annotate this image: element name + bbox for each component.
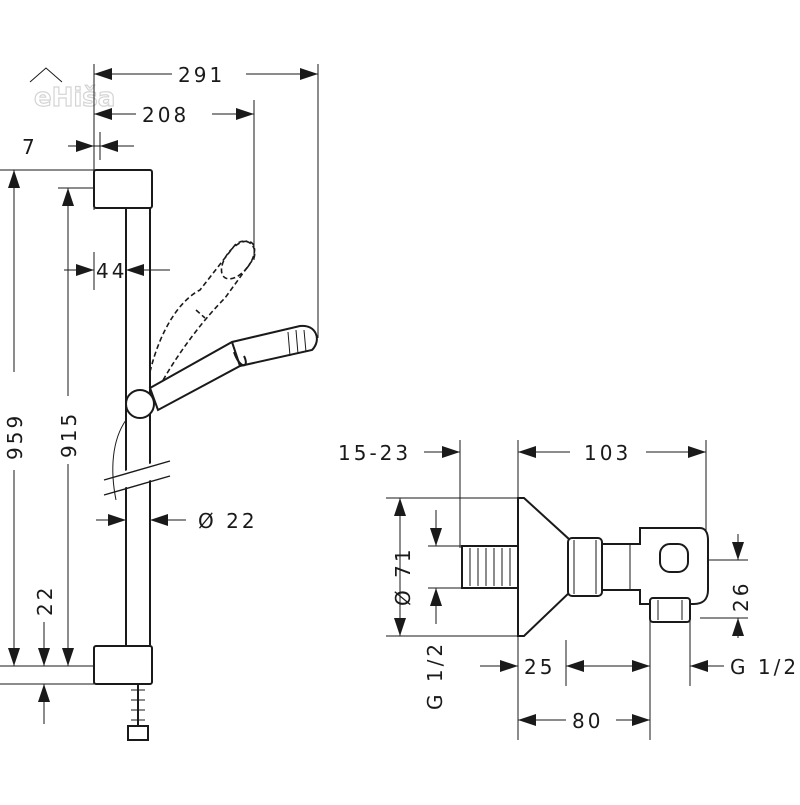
button-dashed <box>195 309 206 319</box>
dim-44: 44 <box>64 252 170 290</box>
thread-lines <box>469 548 511 586</box>
hose-texture <box>131 689 145 721</box>
handshower-alt-position <box>149 240 256 383</box>
inlet-thread-label: G 1/2 <box>423 641 447 710</box>
dim-208: 208 <box>94 103 254 127</box>
thermostat-knob <box>659 543 689 573</box>
hose-nut <box>127 725 149 741</box>
dim-26: 26 <box>729 534 753 638</box>
dim-291-label: 291 <box>178 63 225 87</box>
dim-22-vertical-label: 22 <box>33 585 57 616</box>
slider-knob <box>125 389 155 419</box>
nut-lines <box>573 540 597 594</box>
break-line-1 <box>103 460 171 481</box>
outlet-lines <box>657 600 683 620</box>
head-lines <box>287 329 307 357</box>
dim-thread-height: Ø 71 G 1/2 <box>391 510 447 710</box>
dim-7: 7 <box>22 132 134 160</box>
handshower-button <box>233 351 247 367</box>
bottom-wall-bracket <box>93 645 153 685</box>
dim-959-label: 959 <box>3 413 27 460</box>
dim-44-label: 44 <box>96 259 127 283</box>
handshower-body <box>148 324 318 412</box>
dim-22-vertical: 22 <box>33 585 57 724</box>
dim-diameter-22-label: Ø 22 <box>198 509 258 533</box>
dim-291: 291 <box>94 63 318 87</box>
dim-15-23-label: 15-23 <box>338 441 411 465</box>
dim-diameter-71 <box>394 498 406 636</box>
dim-208-label: 208 <box>142 103 189 127</box>
outlet-thread-label: G 1/2 <box>730 655 799 679</box>
dim-25-label: 25 <box>524 655 555 679</box>
mixer-drawing: 15-23 103 Ø 71 G 1/2 <box>338 440 799 740</box>
shower-rail-set: 291 208 7 44 <box>0 63 319 741</box>
union-nut <box>567 537 603 597</box>
head-dashed <box>220 240 256 280</box>
watermark: eHiša <box>29 67 116 114</box>
handshower <box>148 324 318 412</box>
inlet-thread <box>461 545 521 589</box>
dim-26-label: 26 <box>729 581 753 612</box>
dim-7-label: 7 <box>22 135 38 159</box>
dim-103-label: 103 <box>584 441 631 465</box>
handshower-dashed <box>149 240 256 383</box>
flange-cone <box>517 497 571 637</box>
dim-103: 103 <box>518 441 706 465</box>
hose-curve <box>112 419 127 501</box>
dim-25: 25 G 1/2 <box>480 655 799 679</box>
dim-15-23: 15-23 <box>338 441 540 465</box>
house-icon <box>29 67 63 83</box>
dim-959: 959 <box>3 170 27 666</box>
rail-bar <box>125 199 151 661</box>
mixer-body <box>601 527 709 605</box>
dim-80: 80 <box>518 709 650 733</box>
outlet-nut <box>649 597 691 623</box>
watermark-text: eHiša <box>34 83 115 113</box>
dim-diameter-22: Ø 22 <box>96 509 258 533</box>
dim-915-label: 915 <box>57 411 81 458</box>
dim-915: 915 <box>57 188 81 666</box>
dim-diameter-71-label: Ø 71 <box>391 546 415 606</box>
top-wall-bracket <box>93 169 153 209</box>
dim-80-label: 80 <box>572 709 603 733</box>
